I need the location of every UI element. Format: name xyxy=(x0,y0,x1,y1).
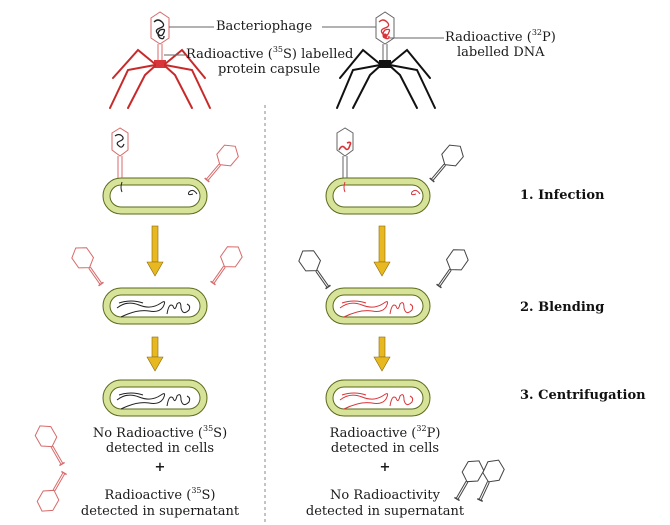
arrow-down xyxy=(373,225,391,277)
right-supernatant-result-line2: detected in supernatant xyxy=(305,504,465,519)
left-empty-phage-attached xyxy=(198,139,244,188)
dna-label-text: Radioactive ( xyxy=(445,30,532,45)
right-empty-phage-attached xyxy=(423,139,469,188)
dna-label: Radioactive (32P) xyxy=(445,28,556,46)
right-blended-phage-1 xyxy=(293,244,337,294)
left-blended-phage-1 xyxy=(66,241,110,291)
result-text: S) xyxy=(201,488,216,503)
right-infecting-phage-with-dna xyxy=(336,127,354,178)
step-infection: 1. Infection xyxy=(520,188,605,203)
protein-label-text: S) labelled xyxy=(283,47,354,62)
arrow-down xyxy=(146,225,164,277)
right-plus-sign: + xyxy=(379,460,391,475)
protein-capsule-label-line2: protein capsule xyxy=(218,62,321,77)
result-text: S) xyxy=(213,426,228,441)
dna-label-line2: labelled DNA xyxy=(457,45,545,60)
right-blended-phage-2 xyxy=(430,243,474,293)
right-infection-cell xyxy=(325,177,431,215)
isotope-35s: 35 xyxy=(191,486,202,495)
right-centrifugation-cell xyxy=(325,379,431,417)
left-supernatant-result-line2: detected in supernatant xyxy=(80,504,240,519)
dna-label-text: P) xyxy=(542,30,556,45)
step-centrifugation: 3. Centrifugation xyxy=(520,388,646,403)
right-blending-cell xyxy=(325,287,431,325)
right-cells-result: Radioactive (32P) xyxy=(300,424,470,442)
left-blending-cell xyxy=(102,287,208,325)
step-blending: 2. Blending xyxy=(520,300,605,315)
left-cells-result-line2: detected in cells xyxy=(105,441,215,456)
result-text: Radioactive ( xyxy=(329,426,417,441)
phage-35s-labelled xyxy=(109,11,211,109)
leader-lines xyxy=(164,26,444,56)
result-text: Radioactive ( xyxy=(104,488,192,503)
result-text: No Radioactive ( xyxy=(92,426,203,441)
bacteriophage-label: Bacteriophage xyxy=(216,19,313,34)
right-supernatant-result: No Radioactivity xyxy=(330,488,440,503)
left-infection-cell xyxy=(102,177,208,215)
left-supernatant-phage-2 xyxy=(30,419,72,470)
left-supernatant-result: Radioactive (35S) xyxy=(60,486,260,504)
isotope-35s: 35 xyxy=(272,45,283,54)
phage-dna-black xyxy=(153,19,166,40)
isotope-32p: 32 xyxy=(416,424,427,433)
right-cells-result-line2: detected in cells xyxy=(330,441,440,456)
left-blended-phage-2 xyxy=(204,240,248,290)
result-text: P) xyxy=(426,426,441,441)
isotope-35s: 35 xyxy=(202,424,214,433)
arrow-down xyxy=(373,336,391,372)
phage-32p-labelled xyxy=(336,11,436,109)
left-centrifugation-cell xyxy=(102,379,208,417)
protein-capsule-label: Radioactive (35S) labelled xyxy=(186,45,354,63)
isotope-32p: 32 xyxy=(531,28,542,37)
protein-label-text: Radioactive ( xyxy=(186,47,273,62)
arrow-down xyxy=(146,336,164,372)
left-cells-result: No Radioactive (35S) xyxy=(75,424,245,442)
left-infecting-phage-with-dna xyxy=(111,127,129,178)
left-plus-sign: + xyxy=(154,460,166,475)
